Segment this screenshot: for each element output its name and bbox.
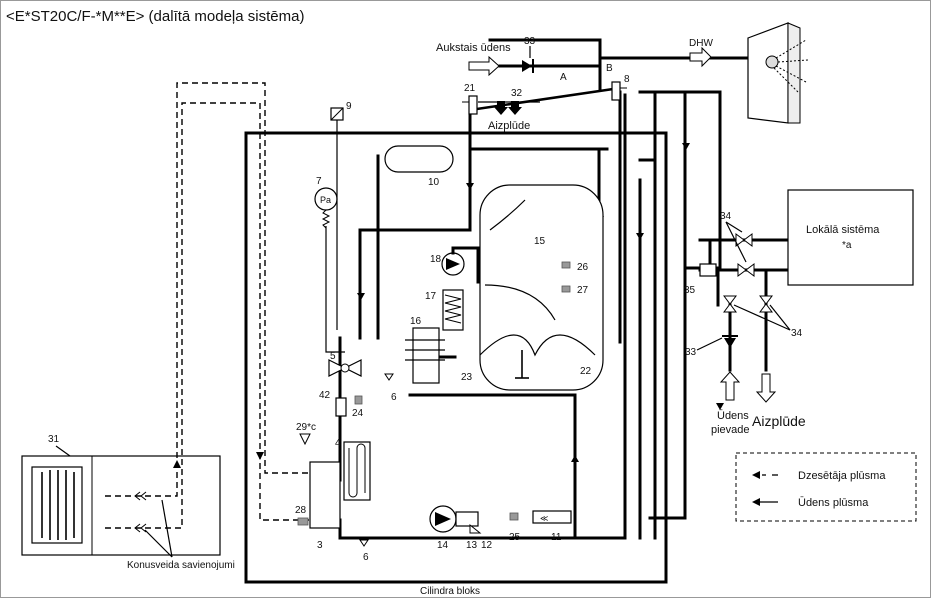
svg-text:3: 3 [317, 540, 323, 551]
svg-text:34: 34 [720, 211, 732, 222]
svg-text:35: 35 [684, 285, 696, 296]
cold-water-arrow [468, 55, 500, 77]
flow-sensor: 25 ≪ 11 [509, 510, 572, 543]
svg-text:17: 17 [425, 291, 437, 302]
svg-text:Pa: Pa [320, 195, 331, 205]
svg-text:22: 22 [580, 366, 592, 377]
local-system-box: Lokālā sistēma *a [787, 189, 914, 286]
svg-text:16: 16 [410, 316, 422, 327]
filter-17: 17 [425, 289, 464, 331]
dhw-label: DHW [689, 38, 713, 49]
svg-text:7: 7 [316, 176, 322, 187]
svg-text:Aizplūde: Aizplūde [488, 120, 530, 132]
svg-text:9: 9 [346, 101, 352, 112]
svg-text:25: 25 [509, 532, 521, 543]
legend-refrigerant-flow: Dzesētāja plūsma [798, 470, 886, 482]
dhw-tank: 15 26 27 [479, 184, 604, 391]
svg-text:Lokālā sistēma: Lokālā sistēma [806, 224, 880, 236]
cylinder-unit-label: Cilindra bloks [420, 586, 480, 597]
svg-text:31: 31 [48, 434, 60, 445]
svg-text:6: 6 [363, 552, 369, 563]
svg-text:26: 26 [577, 262, 589, 273]
heat-exchanger: 16 23 [405, 316, 473, 384]
drain-top: 32 Aizplūde [478, 88, 540, 132]
drain-valve-6b: 6 [359, 539, 369, 563]
svg-text:15: 15 [534, 236, 546, 247]
svg-text:8: 8 [624, 74, 630, 85]
legend: Dzesētāja plūsma Ūdens plūsma [735, 452, 917, 522]
relief-valve-8: 8 [611, 74, 630, 101]
svg-text:34: 34 [791, 328, 803, 339]
svg-text:13: 13 [466, 540, 478, 551]
svg-text:A: A [560, 72, 567, 83]
diagram-title: <E*ST20C/F-*M**E> (dalītā modeļa sistēma… [6, 8, 304, 25]
cold-water-label: Aukstais ūdens [436, 42, 511, 54]
svg-text:23: 23 [461, 372, 473, 383]
water-supply-label-2: pievade [711, 424, 750, 436]
svg-text:24: 24 [352, 408, 364, 419]
shutoff-valves-34: 34 34 [720, 211, 803, 339]
svg-text:33: 33 [685, 347, 697, 358]
manometer: Pa 7 [314, 176, 345, 353]
svg-text:B: B [606, 63, 613, 74]
check-valve-33-bottom: 33 [685, 335, 738, 358]
outdoor-unit: 31 [21, 434, 221, 556]
air-purge-valve: 9 [330, 101, 352, 330]
svg-text:6: 6 [391, 392, 397, 403]
relief-valve-21: 21 [462, 83, 478, 115]
svg-text:11: 11 [551, 532, 562, 543]
refrigerant-lines [105, 82, 310, 533]
svg-text:*a: *a [842, 240, 852, 251]
check-valve-33-top: 33 [498, 36, 602, 73]
cylinder-unit-frame [244, 131, 668, 584]
expansion-vessel: 10 [384, 145, 454, 188]
drain-arrow [755, 373, 777, 403]
dhw-arrow [689, 46, 712, 68]
main-pump: 14 13 12 [429, 505, 493, 551]
svg-text:21: 21 [464, 83, 476, 94]
svg-text:12: 12 [481, 540, 493, 551]
refrigerant-heat-exchanger: 3 28 29*c [295, 422, 341, 551]
drain-valve-6a: 6 [384, 373, 397, 403]
svg-text:42: 42 [319, 390, 331, 401]
svg-text:18: 18 [430, 254, 442, 265]
svg-text:4: 4 [335, 438, 341, 449]
backup-heater: 4 [335, 438, 371, 501]
water-supply-arrow [719, 371, 741, 401]
flow-switch: 42 24 [319, 390, 364, 419]
svg-text:29*c: 29*c [296, 422, 316, 433]
svg-text:33: 33 [524, 36, 536, 47]
drain-right-label: Aizplūde [752, 413, 806, 429]
svg-text:14: 14 [437, 540, 449, 551]
svg-text:32: 32 [511, 88, 523, 99]
svg-text:28: 28 [295, 505, 307, 516]
svg-text:≪: ≪ [540, 514, 548, 523]
filter-35: 35 [684, 263, 717, 296]
svg-text:27: 27 [577, 285, 589, 296]
svg-text:5: 5 [330, 351, 336, 362]
pump-18: 18 [430, 246, 480, 284]
three-way-valve-5: 5 [328, 351, 362, 377]
shower-unit [747, 22, 809, 124]
flare-connections-label: Konusveida savienojumi [127, 560, 235, 571]
legend-water-flow: Ūdens plūsma [798, 497, 869, 509]
svg-text:10: 10 [428, 177, 440, 188]
water-supply-label-1: Ūdens [717, 410, 749, 422]
